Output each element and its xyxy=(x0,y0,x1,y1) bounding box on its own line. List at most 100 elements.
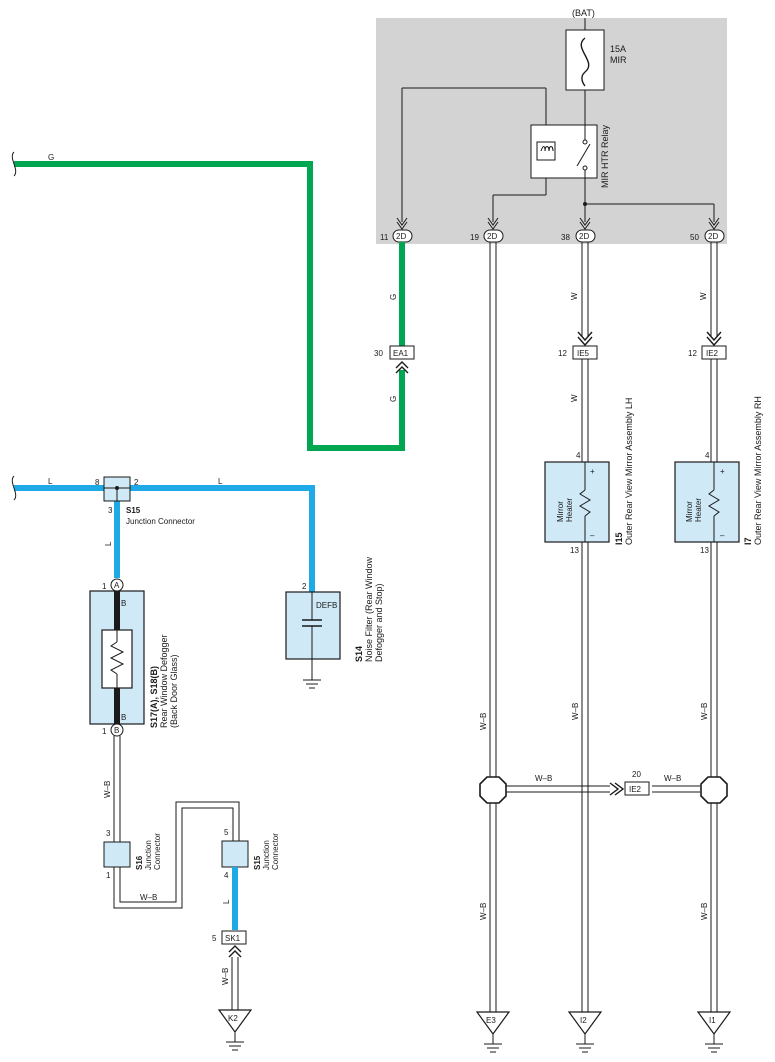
svg-text:IE2: IE2 xyxy=(629,785,642,794)
ground-i2: I2 xyxy=(567,1011,603,1053)
s15-junction-top xyxy=(103,476,131,502)
mirror-rh-inner-1: Mirror xyxy=(685,501,694,522)
splice-right xyxy=(700,776,728,804)
svg-text:I1: I1 xyxy=(709,1016,716,1025)
s15-junction-low xyxy=(221,840,249,868)
s15-top-code: S15 xyxy=(126,506,141,515)
svg-text:12: 12 xyxy=(688,349,697,358)
svg-text:IE5: IE5 xyxy=(577,349,590,358)
s15-low-code: S15 xyxy=(253,855,262,870)
wire-label-l-2: L xyxy=(218,477,223,486)
mirror-lh-pin-top: 4 xyxy=(576,451,581,460)
defogger-wire-b-top: B xyxy=(121,599,126,608)
wire-label-wb-4: W–B xyxy=(535,774,552,783)
wire-label-wb-k2: W–B xyxy=(221,968,230,985)
connector-ea1: 30 EA1 xyxy=(374,345,415,374)
noise-filter-name: Noise Filter (Rear Window xyxy=(364,556,374,662)
s16-name-1: Junction xyxy=(144,840,153,870)
rear-window-defogger xyxy=(89,590,145,725)
noise-filter-inner: DEFB xyxy=(316,601,337,610)
wire-label-wb-2: W–B xyxy=(571,703,580,720)
mirror-rh-inner-2: Heater xyxy=(694,498,703,522)
wire-label-g-3: G xyxy=(389,396,398,402)
s15-top-pin-bottom: 3 xyxy=(108,506,113,515)
connector-ie5: 12 IE5 xyxy=(558,345,598,360)
svg-text:19: 19 xyxy=(470,233,479,242)
splice-left xyxy=(479,776,507,804)
s15-top-name: Junction Connector xyxy=(126,517,195,526)
wire-label-wb-3: W–B xyxy=(700,703,709,720)
svg-text:2D: 2D xyxy=(579,232,589,241)
noise-filter-pin: 2 xyxy=(302,582,307,591)
wb-wires-right xyxy=(489,242,718,1012)
svg-text:2D: 2D xyxy=(708,232,718,241)
svg-text:50: 50 xyxy=(690,233,699,242)
svg-text:2D: 2D xyxy=(396,232,406,241)
svg-text:I2: I2 xyxy=(580,1016,587,1025)
s15-low-name-2: Connector xyxy=(271,833,280,870)
wire-label-w-1: W xyxy=(570,292,579,300)
s15-low-name-1: Junction xyxy=(262,840,271,870)
fuse-symbol xyxy=(565,29,605,91)
wire-label-wb-5: W–B xyxy=(664,774,681,783)
svg-text:38: 38 xyxy=(561,233,570,242)
mirror-heater-rh xyxy=(674,461,740,543)
svg-text:30: 30 xyxy=(374,349,383,358)
pin-38-2d: 38 2D xyxy=(561,229,596,243)
mirror-lh-minus: – xyxy=(590,531,595,540)
s16-name-2: Connector xyxy=(153,833,162,870)
connector-sk1: 5 SK1 xyxy=(212,930,247,958)
mirror-rh-pin-top: 4 xyxy=(705,451,710,460)
wire-label-wb-1: W–B xyxy=(479,713,488,730)
mirror-rh-code: I7 xyxy=(743,537,753,545)
svg-text:IE2: IE2 xyxy=(706,349,719,358)
s16-code: S16 xyxy=(135,855,144,870)
svg-text:12: 12 xyxy=(558,349,567,358)
svg-text:EA1: EA1 xyxy=(393,349,409,358)
mirror-rh-plus: + xyxy=(720,467,725,476)
mirror-rh-minus: – xyxy=(720,531,725,540)
mirror-lh-pin-bottom: 13 xyxy=(570,546,579,555)
blue-wire-l xyxy=(14,485,315,592)
svg-text:5: 5 xyxy=(212,934,217,943)
wb-wire-left xyxy=(113,736,240,909)
svg-text:2D: 2D xyxy=(487,232,497,241)
wire-label-wb-left-2: W–B xyxy=(140,893,157,902)
defogger-pin-bottom: 1 xyxy=(102,727,107,736)
svg-text:20: 20 xyxy=(632,770,641,779)
mirror-rh-name: Outer Rear View Mirror Assembly RH xyxy=(753,396,763,545)
ground-k2: K2 xyxy=(217,1009,253,1051)
mirror-heater-lh xyxy=(544,461,610,543)
relay-symbol xyxy=(530,88,598,195)
noise-filter xyxy=(285,591,341,689)
s16-pin-top: 3 xyxy=(106,829,111,838)
connector-ie2-mid: 20 IE2 xyxy=(624,770,650,796)
s15-low-pin-top: 5 xyxy=(224,828,229,837)
s16-junction xyxy=(103,841,131,868)
mirror-lh-plus: + xyxy=(590,467,595,476)
wire-label-wb-left-1: W–B xyxy=(103,781,112,798)
defogger-pin-top: 1 xyxy=(102,582,107,591)
wire-label-w-2: W xyxy=(699,292,708,300)
mirror-lh-code: I15 xyxy=(614,532,624,545)
bat-label: (BAT) xyxy=(572,8,595,18)
connector-ie2-top: 12 IE2 xyxy=(688,345,727,360)
ground-e3: E3 xyxy=(475,1011,511,1053)
wire-label-l-4: L xyxy=(222,899,231,904)
fuse-rating: 15A xyxy=(610,44,626,54)
defogger-sub: (Back Door Glass) xyxy=(169,654,179,728)
wire-label-w-3: W xyxy=(570,394,579,402)
mirror-rh-pin-bottom: 13 xyxy=(700,546,709,555)
fuse-name: MIR xyxy=(610,55,627,65)
defogger-term-a: A xyxy=(114,581,120,590)
svg-text:E3: E3 xyxy=(486,1016,496,1025)
svg-text:SK1: SK1 xyxy=(225,934,241,943)
wire-label-l-1: L xyxy=(48,477,53,486)
noise-filter-sub: Defogger and Stop) xyxy=(374,583,384,662)
defogger-wire-b-bottom: B xyxy=(121,713,126,722)
noise-filter-code: S14 xyxy=(354,646,364,662)
wire-label-l-3: L xyxy=(104,541,113,546)
s15-top-pin-right: 2 xyxy=(134,478,139,487)
